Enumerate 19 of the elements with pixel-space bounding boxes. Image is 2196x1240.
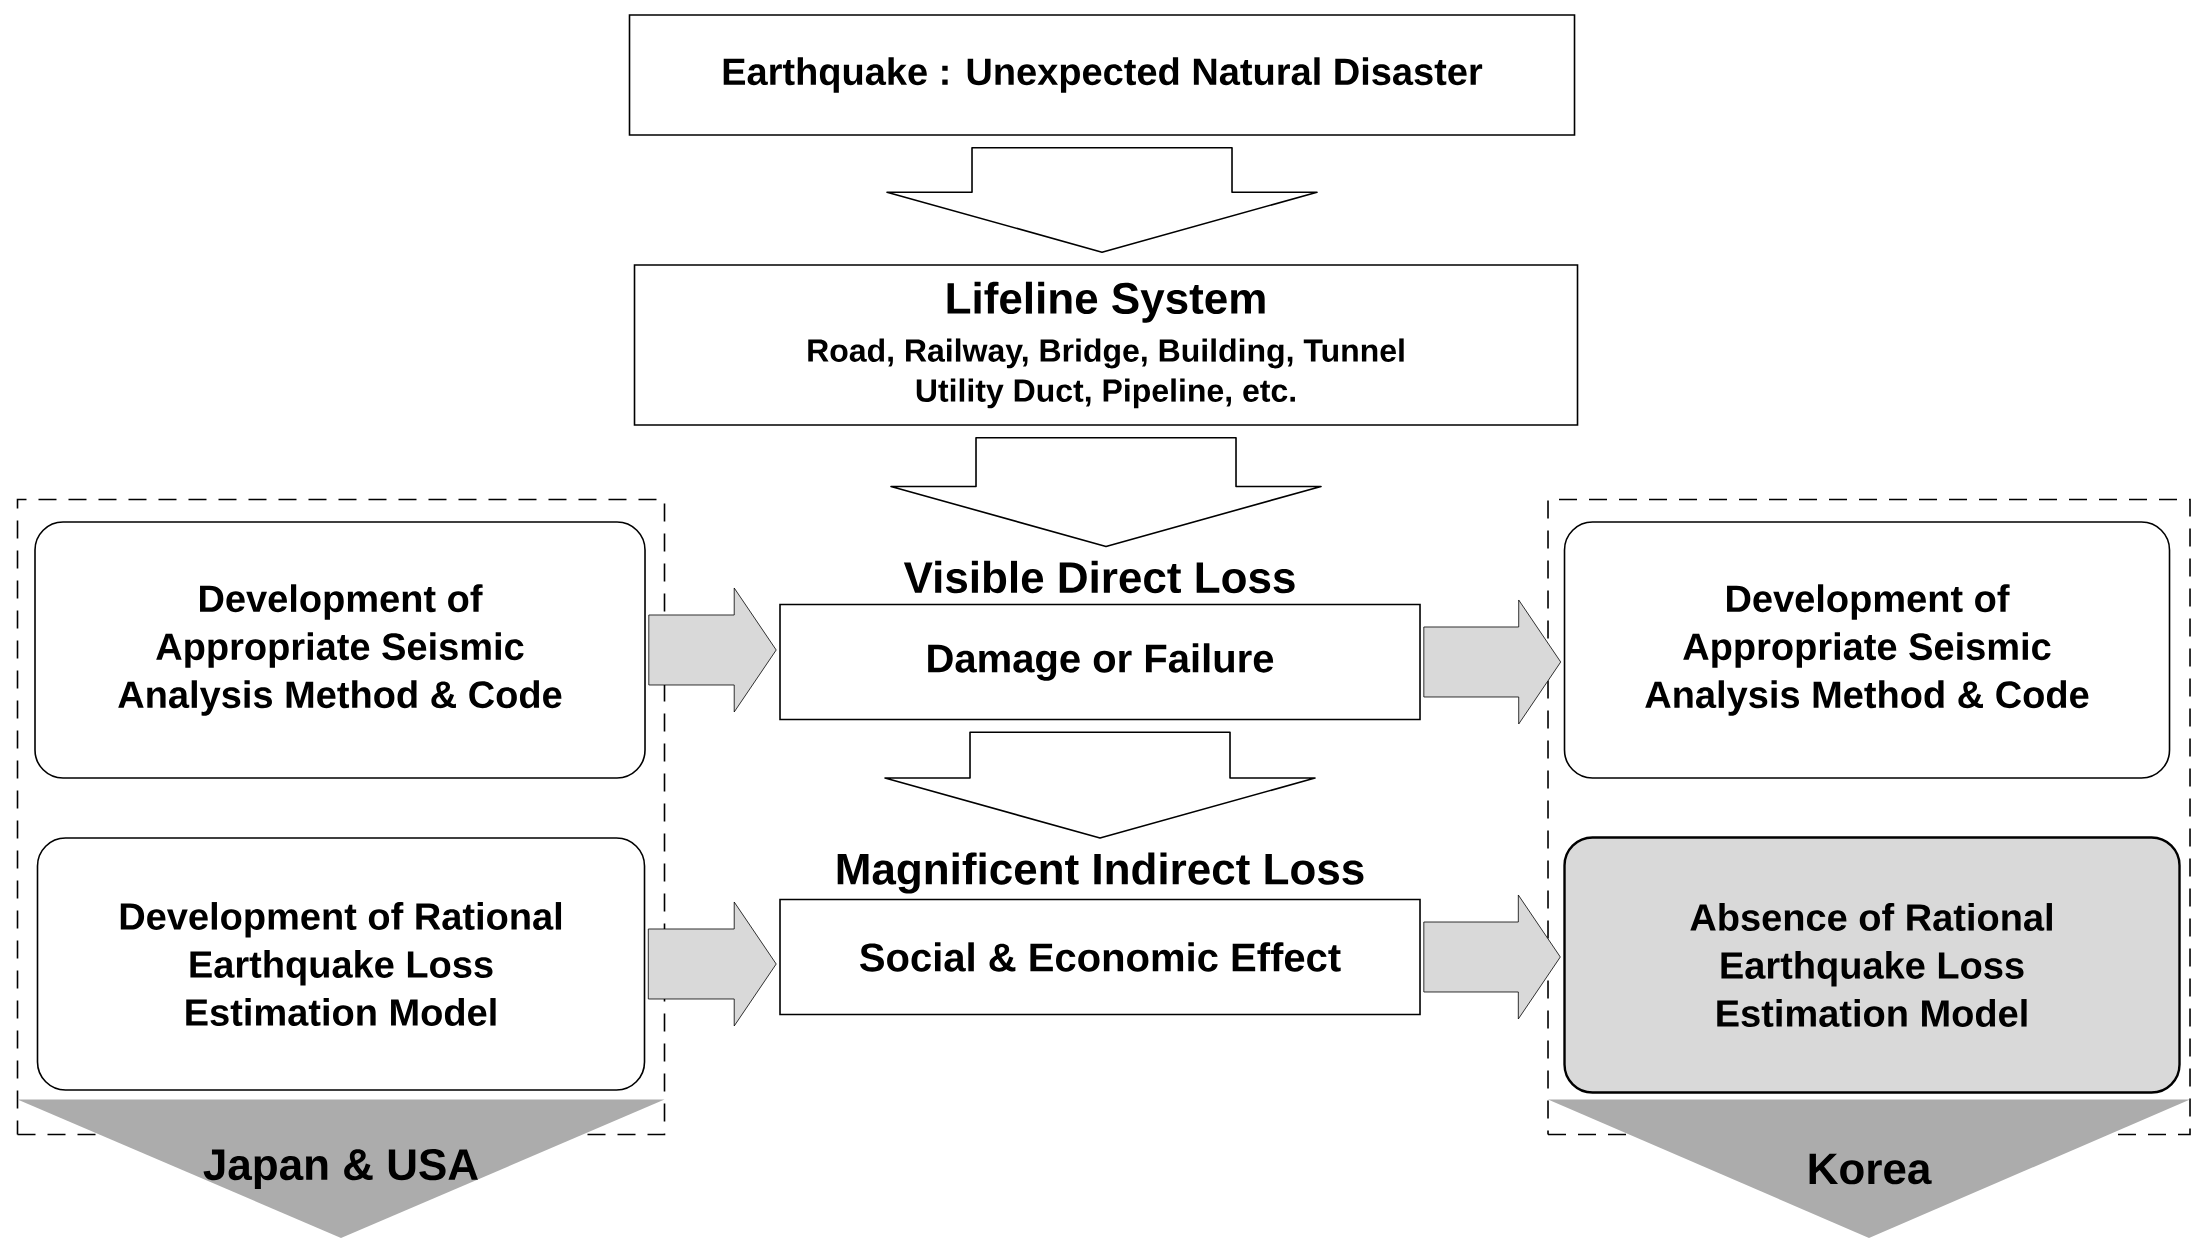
rounded-box: Development of Appropriate Seismic Analysis Method & Code	[34, 521, 646, 779]
rounded-box: Absence of Rational Earthquake Loss Estimation Model	[1563, 836, 2181, 1094]
block-arrow	[1423, 894, 1561, 1020]
block-arrow	[647, 901, 777, 1027]
rounded-box: Development of Rational Earthquake Loss Estimation Model	[36, 837, 646, 1091]
block-arrow	[884, 731, 1316, 839]
loss-band: Damage or Failure	[779, 603, 1421, 721]
process-box: Lifeline System Road, Railway, Bridge, Building, Tunnel Utility Duct, Pipeline, etc.	[633, 264, 1579, 426]
rounded-box: Development of Appropriate Seismic Analysis Method & Code	[1563, 521, 2171, 779]
block-arrow	[648, 587, 777, 713]
band-heading: Visible Direct Loss	[903, 560, 1295, 594]
region-chevron: Japan & USA	[17, 1099, 665, 1238]
process-box: Earthquake : Unexpected Natural Disaster	[628, 14, 1576, 136]
region-chevron: Korea	[1548, 1099, 2190, 1238]
band-heading: Magnificent Indirect Loss	[837, 852, 1364, 894]
loss-band: Social & Economic Effect	[779, 898, 1421, 1016]
block-arrow	[886, 147, 1318, 253]
block-arrow	[1423, 599, 1562, 725]
block-arrow	[890, 437, 1322, 548]
